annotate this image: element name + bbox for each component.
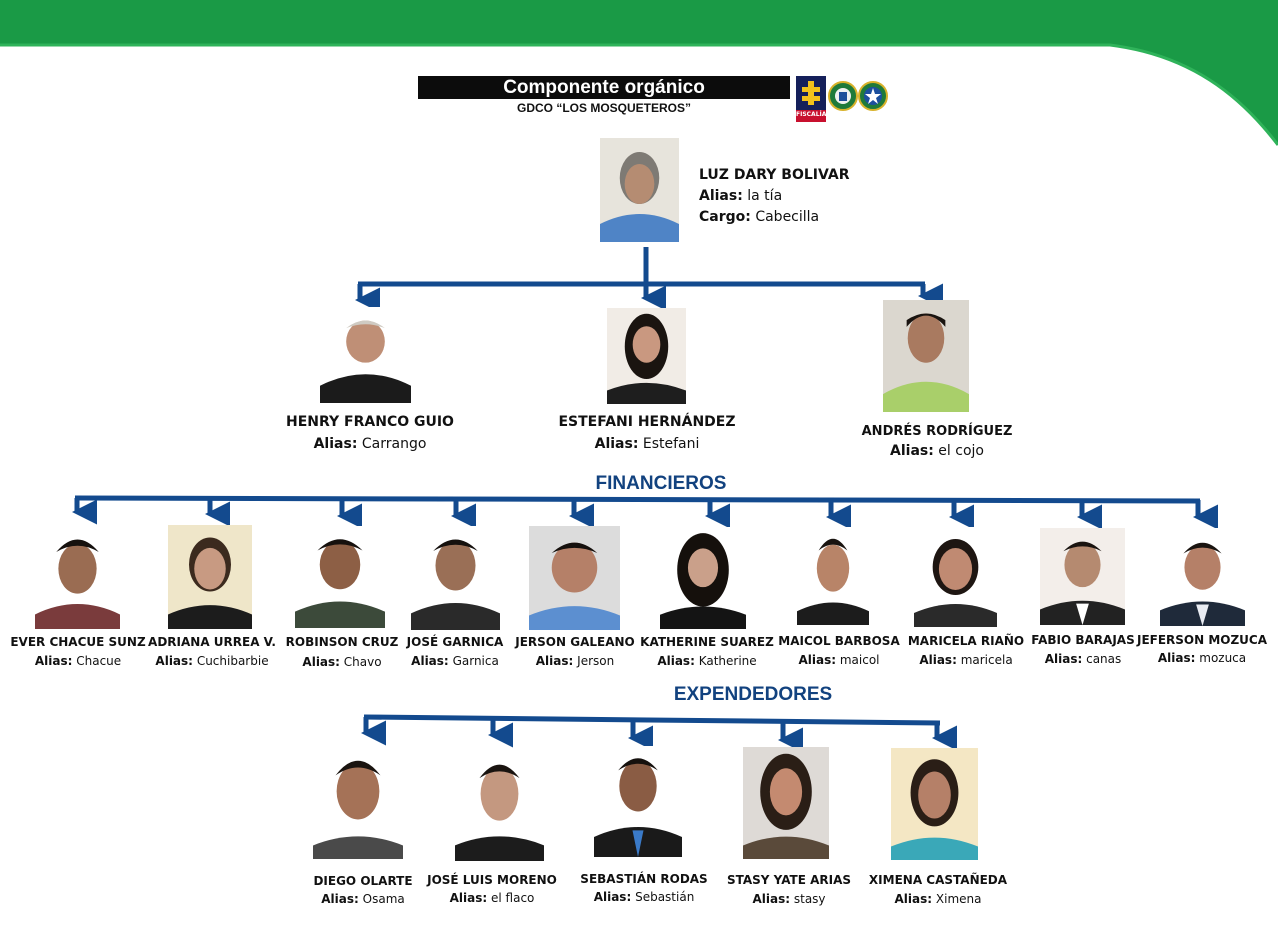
member-photo <box>797 527 869 625</box>
leader-cargo: Cargo: Cabecilla <box>699 209 820 225</box>
member-photo <box>743 747 829 859</box>
member-name: JERSON GALEANO <box>515 635 635 649</box>
member-name: DIEGO OLARTE <box>313 874 413 888</box>
member-photo <box>529 526 620 630</box>
member-photo <box>313 746 403 859</box>
member-alias: Alias: Cuchibarbie <box>155 654 269 668</box>
member-alias: Alias: maricela <box>919 653 1013 667</box>
leader-alias: Alias: la tía <box>699 188 783 204</box>
member-name: MARICELA RIAÑO <box>907 634 1025 648</box>
member-alias: Alias: Ximena <box>894 892 982 906</box>
member-name: ESTEFANI HERNÁNDEZ <box>558 414 736 430</box>
member-name: EVER CHACUE SUNZ <box>10 635 146 649</box>
section-title-expendedores: EXPENDEDORES <box>673 684 833 705</box>
member-name: JEFERSON MOZUCA <box>1136 633 1268 647</box>
member-photo <box>411 526 500 630</box>
member-alias: Alias: maicol <box>798 653 880 667</box>
leader-name: LUZ DARY BOLIVAR <box>699 167 850 183</box>
member-alias: Alias: Garnica <box>411 654 499 668</box>
member-photo <box>1040 528 1125 625</box>
member-name: ROBINSON CRUZ <box>285 635 399 649</box>
member-alias: Alias: Jerson <box>535 654 615 668</box>
member-name: KATHERINE SUAREZ <box>640 635 774 649</box>
header-banner <box>0 0 1278 146</box>
member-alias: Alias: Estefani <box>594 436 700 452</box>
member-name: FABIO BARAJAS <box>1031 633 1135 647</box>
fiscalia-logo: FISCALÍA <box>796 76 826 122</box>
member-photo <box>607 308 686 404</box>
section-title-financieros: FINANCIEROS <box>595 473 727 494</box>
member-name: JOSÉ LUIS MORENO <box>427 873 557 887</box>
member-name: MAICOL BARBOSA <box>778 634 900 648</box>
member-photo <box>168 525 252 629</box>
page-title: Componente orgánico <box>418 76 790 99</box>
page-subtitle: GDCO “LOS MOSQUETEROS” <box>516 101 691 115</box>
leader-photo <box>600 138 679 242</box>
member-alias: Alias: Osama <box>321 892 405 906</box>
member-alias: Alias: mozuca <box>1157 651 1247 665</box>
member-photo <box>594 746 682 857</box>
member-name: XIMENA CASTAÑEDA <box>868 873 1008 887</box>
member-name: JOSÉ GARNICA <box>406 635 504 649</box>
member-photo <box>891 748 978 860</box>
star-emblem-icon <box>858 76 888 122</box>
police-emblem-icon <box>828 76 858 122</box>
member-alias: Alias: Carrango <box>313 436 427 452</box>
member-name: HENRY FRANCO GUIO <box>286 414 454 430</box>
member-alias: Alias: Chavo <box>302 655 382 669</box>
member-alias: Alias: Sebastián <box>593 890 695 904</box>
member-name: SEBASTIÁN RODAS <box>580 872 708 886</box>
member-photo <box>295 526 385 628</box>
member-photo <box>1160 528 1245 626</box>
member-name: ANDRÉS RODRÍGUEZ <box>861 424 1013 439</box>
member-name: ADRIANA URREA V. <box>148 635 276 649</box>
member-photo <box>320 307 411 403</box>
member-alias: Alias: canas <box>1044 652 1122 666</box>
member-photo <box>35 525 120 629</box>
member-photo <box>660 527 746 629</box>
member-photo <box>455 749 544 861</box>
member-alias: Alias: stasy <box>752 892 826 906</box>
fiscalia-logo-text: FISCALÍA <box>796 111 827 118</box>
leader-info: LUZ DARY BOLIVAR Alias: la tía Cargo: Ca… <box>699 165 850 228</box>
member-alias: Alias: el cojo <box>890 443 984 459</box>
member-alias: Alias: Katherine <box>657 654 757 668</box>
member-alias: Alias: Chacue <box>34 654 122 668</box>
member-photo <box>914 527 997 627</box>
member-name: STASY YATE ARIAS <box>726 873 852 887</box>
member-alias: Alias: el flaco <box>449 891 535 905</box>
member-photo <box>883 300 969 412</box>
